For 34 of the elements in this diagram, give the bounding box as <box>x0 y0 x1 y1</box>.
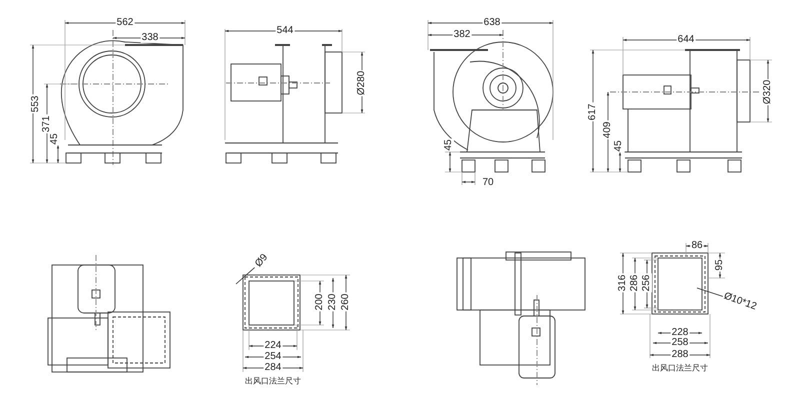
dimension-label: 200 <box>315 292 325 312</box>
dimension-label: 382 <box>452 30 472 40</box>
dimension-label: Ø280 <box>357 70 367 96</box>
dimension-label: 224 <box>264 341 282 351</box>
dimension-label: 288 <box>670 350 690 360</box>
leader-line <box>236 267 255 284</box>
leader-line <box>696 288 725 298</box>
dimension-label: 617 <box>588 102 598 122</box>
dimension-label: 95 <box>715 258 725 272</box>
dimension-label: 256 <box>642 274 652 292</box>
dimension-label: 258 <box>670 338 690 348</box>
dimension-label: 254 <box>264 352 282 362</box>
dimension-label: 338 <box>140 33 160 43</box>
caption-text: 出风口法兰尺寸 <box>651 364 709 372</box>
dimension-label: 371 <box>42 114 52 134</box>
dimension-label: 70 <box>481 178 495 188</box>
dimension-label: 409 <box>603 120 613 140</box>
dimension-label: 228 <box>670 328 690 338</box>
dimension-label: 284 <box>264 363 282 373</box>
caption-text: 出风口法兰尺寸 <box>244 376 302 386</box>
dimension-label: 544 <box>276 26 294 36</box>
dimension-label: 230 <box>328 292 338 312</box>
dimension-label: Ø320 <box>763 78 773 106</box>
dimension-label: 45 <box>50 132 60 146</box>
dimension-label: 260 <box>341 292 351 312</box>
dimension-label: 286 <box>630 274 640 292</box>
dimension-label: 562 <box>116 18 134 28</box>
dimension-label: 45 <box>444 138 454 152</box>
dimension-label: 86 <box>690 241 704 251</box>
dimension-label: 316 <box>618 274 628 292</box>
dimension-label: 644 <box>676 35 696 45</box>
dimension-label: 553 <box>31 94 41 114</box>
dimension-label: 45 <box>614 139 624 153</box>
dimension-label: 638 <box>482 18 502 28</box>
